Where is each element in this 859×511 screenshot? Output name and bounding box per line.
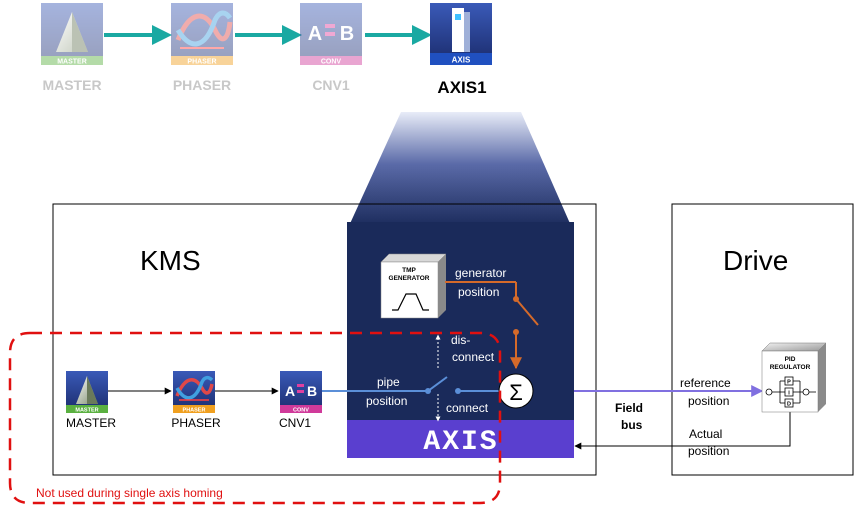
svg-text:REGULATOR: REGULATOR bbox=[770, 364, 811, 371]
axis-banner bbox=[347, 420, 574, 458]
svg-text:MASTER: MASTER bbox=[57, 59, 87, 66]
actual-position-label-2: position bbox=[688, 444, 729, 458]
generator-position-label-1: generator bbox=[455, 266, 506, 280]
svg-text:PID: PID bbox=[785, 356, 796, 363]
pipe-position-label-1: pipe bbox=[377, 375, 400, 389]
phaser-label: PHASER bbox=[171, 416, 221, 430]
axis-icon-top: AXIS bbox=[430, 3, 492, 65]
homing-region bbox=[8, 331, 502, 505]
kms-box bbox=[52, 203, 597, 476]
field-bus-label-2: bus bbox=[621, 418, 643, 432]
kms-title: KMS bbox=[140, 245, 201, 276]
svg-text:MASTER: MASTER bbox=[75, 408, 98, 414]
svg-text:B: B bbox=[340, 23, 354, 45]
master-icon-top: MASTER bbox=[41, 3, 103, 66]
pipe-position-label-2: position bbox=[366, 394, 407, 408]
axis-label-top: AXIS1 bbox=[437, 78, 486, 97]
phaser-label-top: PHASER bbox=[173, 77, 231, 93]
cnv-icon: A B CONV bbox=[280, 371, 322, 414]
field-bus-label-1: Field bbox=[615, 401, 643, 415]
svg-text:D: D bbox=[787, 402, 791, 408]
master-icon: MASTER bbox=[66, 371, 108, 414]
svg-text:I: I bbox=[788, 391, 790, 397]
svg-text:AXIS: AXIS bbox=[452, 56, 471, 65]
svg-text:CONV: CONV bbox=[321, 59, 342, 66]
svg-text:P: P bbox=[787, 380, 791, 386]
svg-text:A: A bbox=[308, 23, 322, 45]
drive-title: Drive bbox=[723, 245, 788, 276]
disconnect-label-1: dis- bbox=[451, 333, 470, 347]
svg-text:A: A bbox=[285, 383, 295, 399]
connect-label: connect bbox=[446, 401, 489, 415]
reference-position-label-2: position bbox=[688, 394, 729, 408]
drive-box bbox=[671, 203, 854, 476]
svg-text:B: B bbox=[307, 383, 317, 399]
homing-note: Not used during single axis homing bbox=[36, 486, 223, 500]
reference-position-label-1: reference bbox=[680, 376, 731, 390]
master-label: MASTER bbox=[66, 416, 116, 430]
zoom-beam bbox=[348, 112, 572, 228]
phaser-icon-top: PHASER bbox=[171, 3, 233, 66]
svg-text:TMP: TMP bbox=[402, 267, 416, 274]
svg-text:GENERATOR: GENERATOR bbox=[389, 275, 430, 282]
sum-symbol: Σ bbox=[509, 380, 523, 405]
pid-regulator-icon: PID REGULATOR P I D bbox=[761, 342, 827, 413]
svg-text:PHASER: PHASER bbox=[187, 59, 216, 66]
phaser-icon: PHASER bbox=[173, 371, 215, 414]
svg-text:PHASER: PHASER bbox=[183, 408, 206, 414]
master-label-top: MASTER bbox=[42, 77, 101, 93]
actual-line bbox=[574, 412, 791, 450]
cnv-icon-top: A B CONV bbox=[300, 3, 362, 66]
actual-position-label-1: Actual bbox=[689, 427, 722, 441]
top-chain: MASTER MASTER PHASER PHASER A B CONV CNV… bbox=[41, 3, 492, 97]
tmp-generator-icon: TMP GENERATOR bbox=[380, 253, 447, 319]
axis-banner-label: AXIS bbox=[423, 427, 498, 458]
cnv-label: CNV1 bbox=[279, 416, 311, 430]
disconnect-label-2: connect bbox=[452, 350, 495, 364]
pipe-switch-blade bbox=[427, 376, 448, 392]
svg-text:CONV: CONV bbox=[293, 408, 309, 414]
cnv-label-top: CNV1 bbox=[312, 77, 350, 93]
generator-position-label-2: position bbox=[458, 285, 499, 299]
generator-switch-blade bbox=[515, 298, 539, 326]
